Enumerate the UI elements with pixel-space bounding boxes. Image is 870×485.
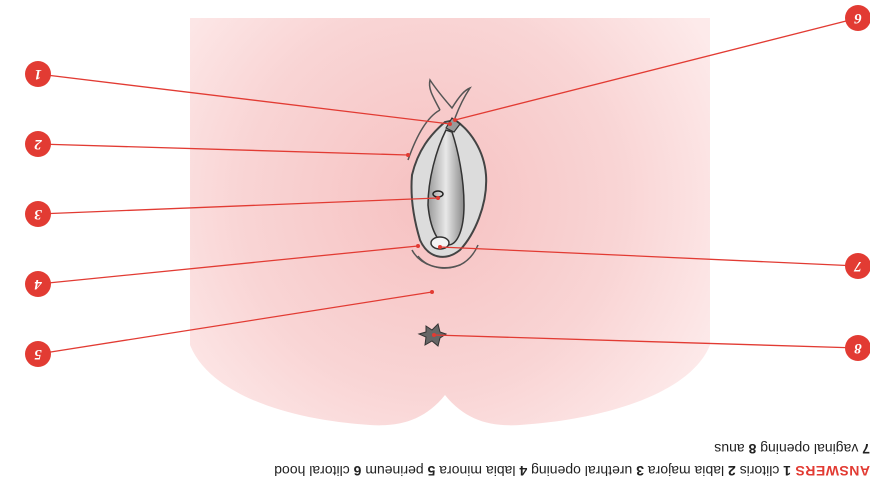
answer-number: 3 (636, 463, 644, 479)
marker-2: 2 (25, 131, 51, 157)
answers-key: ANSWERS 1 clitoris 2 labia majora 3 uret… (0, 432, 870, 482)
marker-8: 8 (845, 335, 870, 361)
answer-label: vaginal opening (760, 441, 858, 457)
marker-7: 7 (845, 253, 870, 279)
answer-label: urethral opening (531, 463, 632, 479)
answer-number: 7 (862, 441, 870, 457)
marker-number: 7 (854, 258, 862, 274)
anchor-dot (438, 245, 442, 249)
answer-number: 6 (354, 463, 362, 479)
answer-number: 2 (728, 463, 736, 479)
marker-5: 5 (25, 341, 51, 367)
marker-3: 3 (25, 201, 51, 227)
marker-number: 1 (34, 66, 42, 82)
anchor-dot (416, 244, 420, 248)
answer-number: 4 (519, 463, 527, 479)
marker-number: 4 (34, 276, 43, 292)
marker-number: 2 (34, 136, 43, 152)
marker-number: 3 (34, 206, 43, 222)
anchor-dot (436, 196, 440, 200)
answer-number: 5 (428, 463, 436, 479)
answer-label: anus (714, 441, 744, 457)
anchor-dot (430, 290, 434, 294)
anchor-dot (448, 122, 452, 126)
marker-6: 6 (845, 5, 870, 31)
answer-label: perineum (365, 463, 423, 479)
answer-label: clitoral hood (274, 463, 350, 479)
answers-heading: ANSWERS (795, 463, 870, 479)
answer-number: 8 (749, 441, 757, 457)
answer-label: labia majora (648, 463, 724, 479)
marker-4: 4 (25, 271, 51, 297)
answer-number: 1 (783, 463, 791, 479)
anchor-dot (406, 153, 410, 157)
answer-label: clitoris (740, 463, 780, 479)
answer-label: labia minora (439, 463, 515, 479)
marker-number: 5 (34, 346, 42, 362)
marker-number: 6 (854, 10, 862, 26)
anchor-dot (432, 333, 436, 337)
anchor-dot (453, 118, 457, 122)
marker-number: 8 (854, 340, 862, 356)
marker-1: 1 (25, 61, 51, 87)
